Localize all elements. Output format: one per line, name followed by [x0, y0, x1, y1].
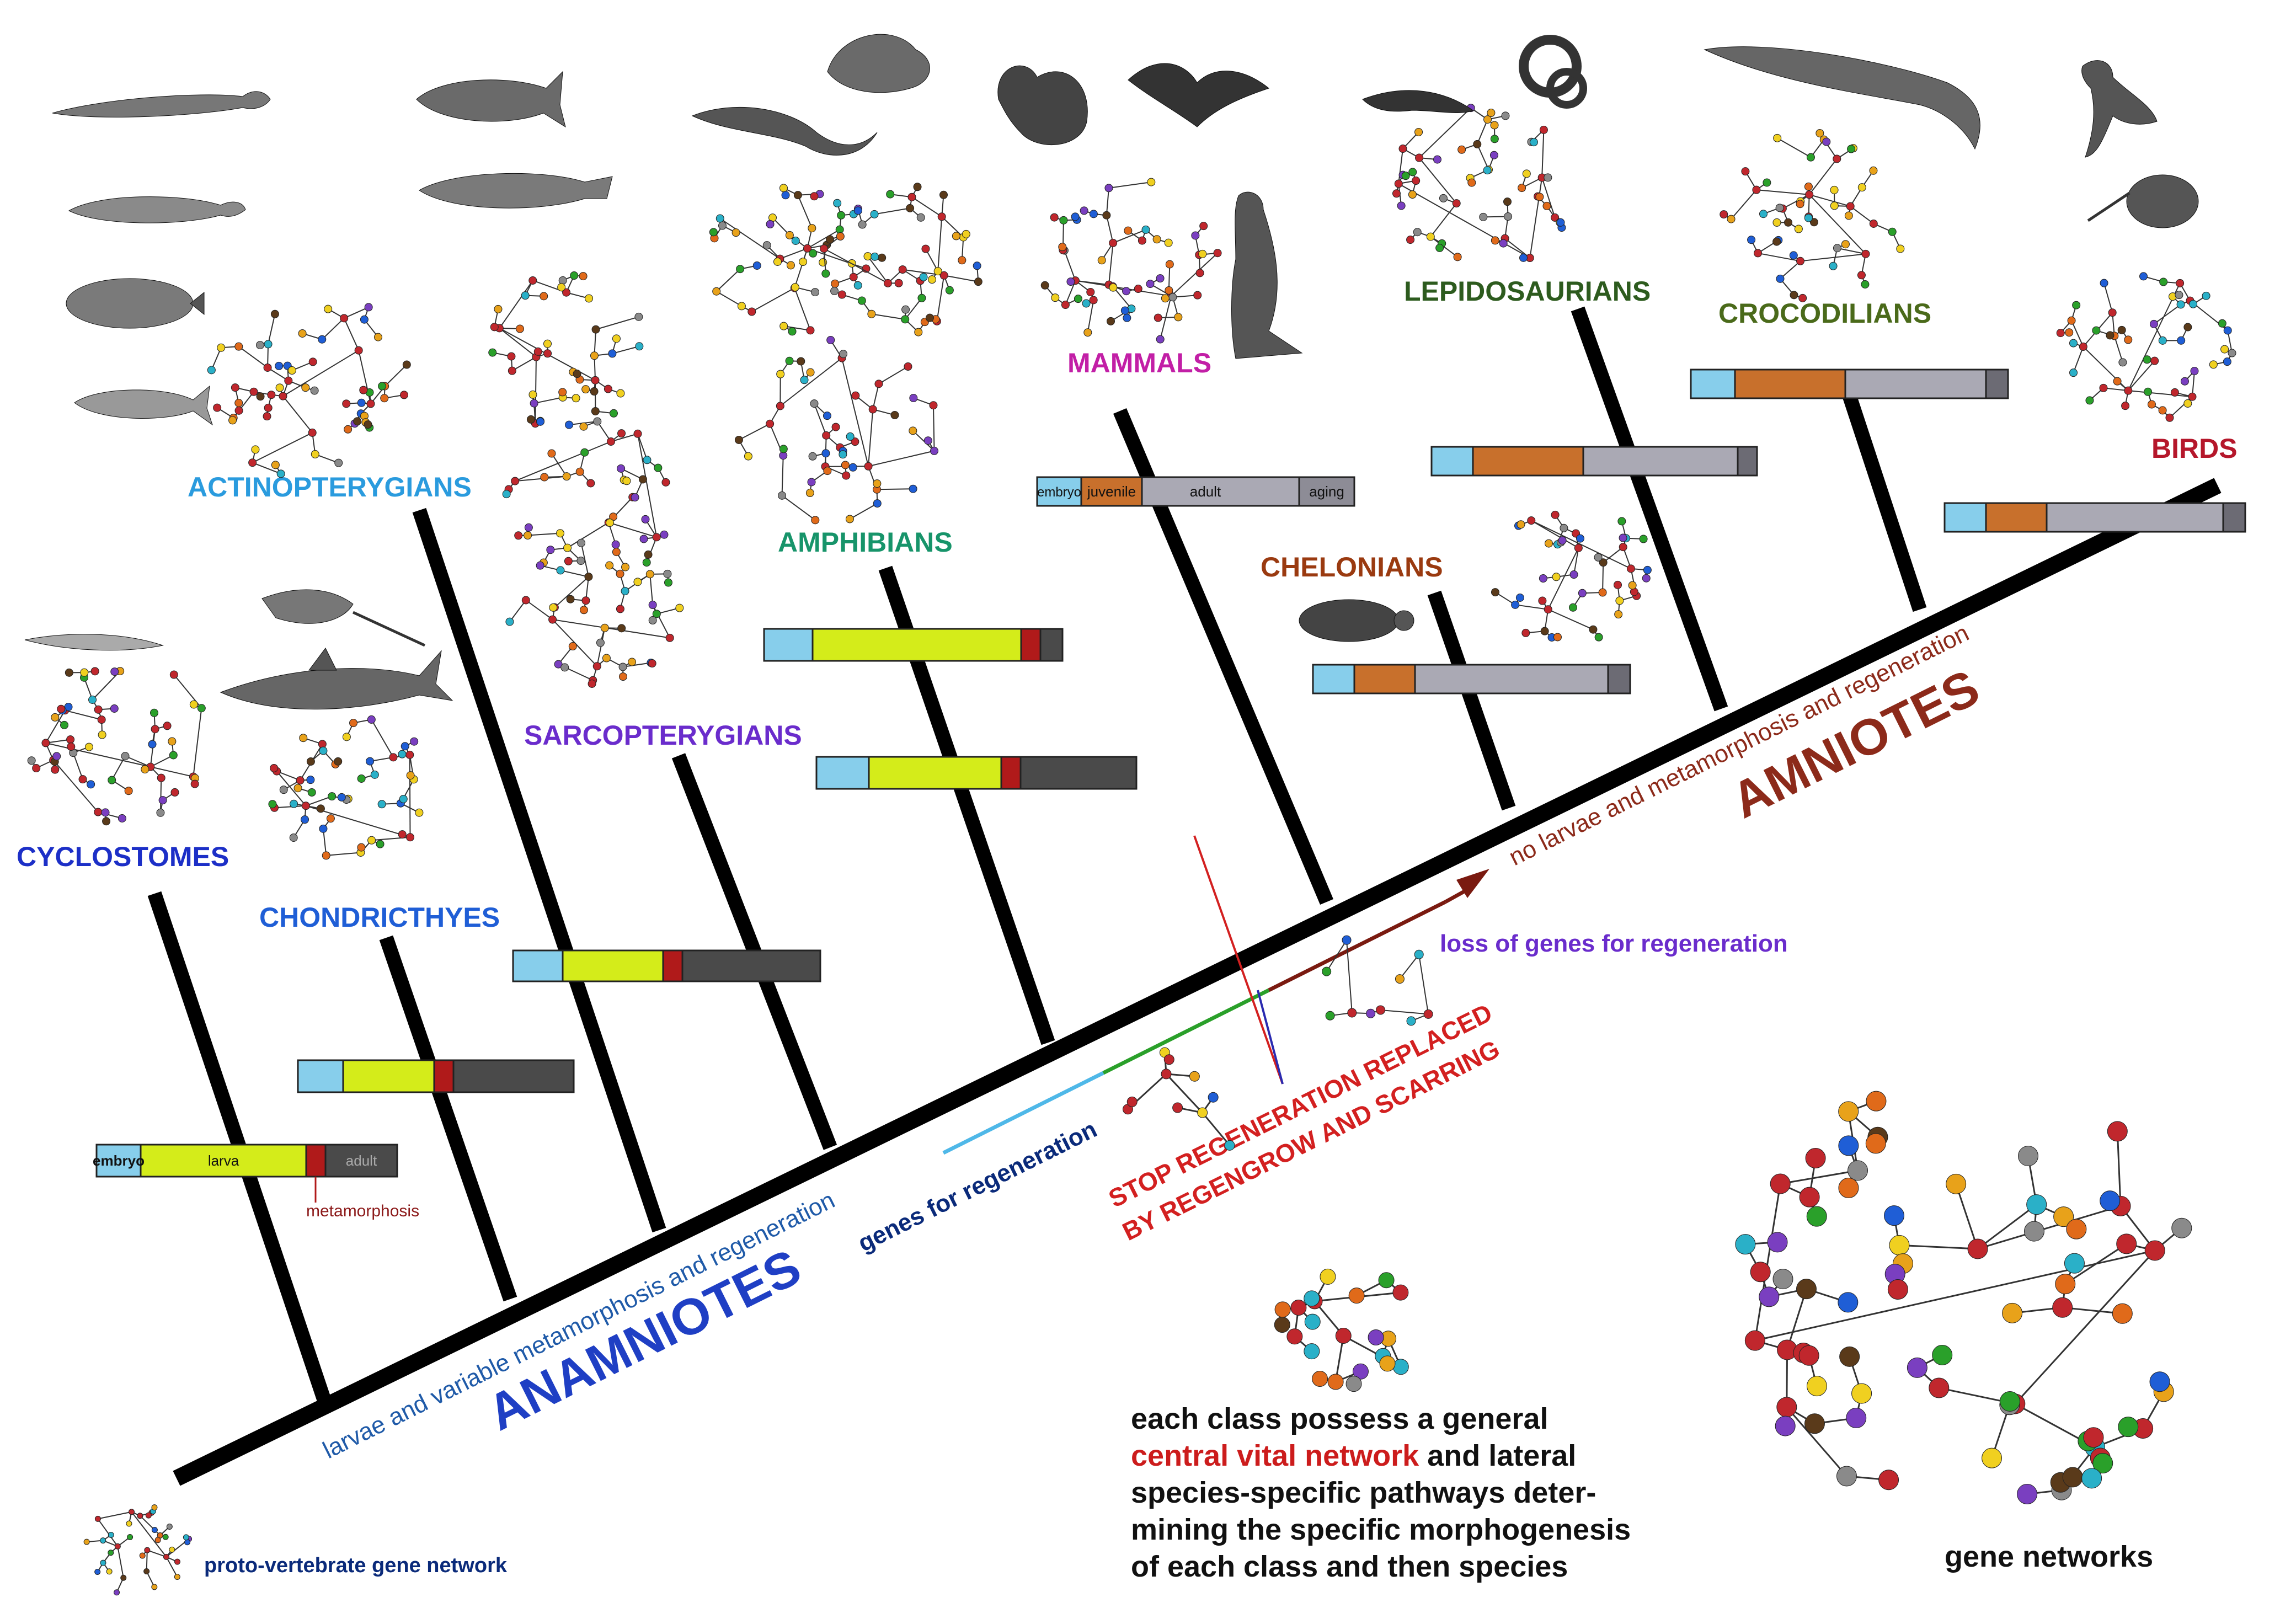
trunk-gene-segments — [942, 835, 1489, 1155]
label-chelonians: CHELONIANS — [1261, 552, 1443, 583]
lungfish-icon — [416, 71, 566, 128]
network-amphibians-3 — [734, 335, 938, 525]
branch-chelonians — [1427, 590, 1516, 811]
branch-chondricthyes — [379, 935, 517, 1302]
label-actinopterygians: ACTINOPTERYGIANS — [188, 472, 472, 503]
stop-line-blue — [1257, 990, 1284, 1085]
animal-illustrations — [24, 34, 2199, 710]
lifecycle-label-metamorphosis: metamorphosis — [306, 1202, 419, 1220]
herring-icon — [74, 385, 213, 426]
lifecycle-label-embryo: embryo — [93, 1152, 145, 1169]
lifecycle-label-adult: adult — [346, 1152, 377, 1169]
label-amphibians: AMPHIBIANS — [778, 527, 953, 558]
caption-line-1: each class possess a general — [1131, 1402, 1548, 1435]
network-amphibians-1 — [709, 184, 871, 336]
network-sarcopterygians-1 — [488, 271, 644, 428]
anamniotes-subtitle: larvae and variable metamorphosis and re… — [319, 1187, 839, 1464]
stop-line-red — [1193, 835, 1284, 1085]
lamprey-icon — [24, 634, 164, 651]
lifecycle-bar-amphibians-2 — [815, 756, 1138, 790]
network-large-example — [1735, 1091, 2192, 1505]
network-cyclostomes — [27, 667, 206, 826]
coelacanth-icon — [419, 173, 613, 209]
arrow-shaft — [1444, 886, 1471, 904]
vulture-icon — [2081, 60, 2158, 158]
lifecycle-bar-cyclostomes: embryo larva adult metamorphosis — [93, 1144, 419, 1220]
lifecycle-label-embryo-2: embryo — [1037, 485, 1081, 500]
lifecycle-bar-chelonians — [1312, 664, 1631, 695]
gene-network-clusters — [27, 104, 2236, 1596]
salamander-icon — [691, 106, 878, 156]
lizard-icon — [1362, 90, 1473, 113]
caption-line-3: species-specific pathways deter- — [1131, 1476, 1596, 1509]
lifecycle-bar-amphibians-1 — [763, 628, 1064, 662]
lifecycle-bar-sarcopterygians — [512, 949, 821, 982]
frog-icon — [827, 34, 930, 93]
label-crocodilians: CROCODILIANS — [1718, 298, 1931, 329]
crocodile-icon — [1704, 46, 1980, 150]
lifecycle-bar-chondricthyes — [297, 1059, 575, 1093]
flatfish-icon — [66, 278, 205, 329]
group-labels: CYCLOSTOMES CHONDRICTHYES ACTINOPTERYGIA… — [17, 276, 2238, 933]
kiwi-icon — [2087, 174, 2199, 228]
segment-green — [1102, 988, 1270, 1075]
stop-regeneration-line2: BY REGENGROW AND SCARRING — [1118, 1034, 1504, 1246]
network-mammals — [1040, 178, 1222, 344]
kangaroo-icon — [1231, 191, 1303, 359]
lifecycle-bar-mammals: embryo juvenile adult aging — [1036, 476, 1355, 507]
network-actinopterygians — [207, 303, 411, 478]
gene-networks-label: gene networks — [1945, 1540, 2153, 1573]
snake-icon — [1519, 35, 1587, 109]
lifecycle-label-aging: aging — [1309, 483, 1344, 500]
caption-block: each class possess a general central vit… — [1131, 1402, 1631, 1583]
branch-actinopterygians — [412, 507, 666, 1233]
lifecycle-bar-lepidosaurians — [1430, 446, 1758, 477]
lifecycle-bar-birds — [1943, 502, 2246, 533]
caption-line-5: of each class and then species — [1131, 1550, 1568, 1583]
network-lepidosaurians — [1392, 104, 1566, 263]
network-sarcopterygians-3 — [505, 538, 684, 688]
network-chondricthyes — [268, 715, 424, 860]
caption-line-2-rest: and lateral — [1419, 1439, 1576, 1472]
main-trunk — [173, 478, 2222, 1486]
label-lepidosaurians: LEPIDOSAURIANS — [1404, 276, 1651, 307]
network-sarcopterygians-2 — [502, 417, 670, 571]
lifecycle-label-adult-2: adult — [1190, 483, 1221, 500]
label-sarcopterygians: SARCOPTERYGIANS — [524, 720, 802, 751]
network-crocodilians — [1720, 129, 1905, 302]
network-central-vital — [1274, 1268, 1409, 1392]
network-loss-of-genes — [1322, 935, 1433, 1026]
bichir-fish-icon — [68, 196, 246, 223]
network-birds — [2056, 272, 2236, 422]
manta-ray-icon — [261, 589, 426, 647]
branch-crocodilians — [1841, 389, 1927, 612]
bat-icon — [1128, 63, 1270, 127]
network-proto — [83, 1504, 193, 1596]
lifecycle-label-larva: larva — [208, 1152, 239, 1169]
segment-darkred — [1268, 900, 1446, 992]
lifecycle-label-juvenile: juvenile — [1087, 483, 1136, 500]
caption-line-2: central vital network and lateral — [1131, 1439, 1576, 1472]
caption-red-text: central vital network — [1131, 1439, 1419, 1472]
lifecycle-bar-crocodilians — [1690, 368, 2009, 399]
loss-of-genes-label: loss of genes for regeneration — [1440, 930, 1788, 957]
branch-lepidosaurians — [1571, 306, 1728, 712]
label-birds: BIRDS — [2151, 433, 2238, 464]
network-amphibians-2 — [820, 183, 983, 336]
label-cyclostomes: CYCLOSTOMES — [17, 841, 229, 872]
stop-regeneration-line1: STOP REGENERATION REPLACED — [1104, 998, 1497, 1213]
label-chondricthyes: CHONDRICTHYES — [259, 902, 500, 933]
label-mammals: MAMMALS — [1067, 348, 1211, 378]
network-chelonians — [1491, 510, 1652, 642]
turtle-icon — [1299, 599, 1414, 642]
network-genes-regeneration — [1122, 1047, 1235, 1151]
caption-line-4: mining the specific morphogenesis — [1131, 1513, 1631, 1546]
shark-icon — [220, 648, 453, 710]
squirrel-icon — [997, 65, 1088, 146]
gar-fish-icon — [52, 91, 271, 117]
segment-cyan — [942, 1071, 1104, 1155]
proto-network-label: proto-vertebrate gene network — [204, 1554, 508, 1577]
